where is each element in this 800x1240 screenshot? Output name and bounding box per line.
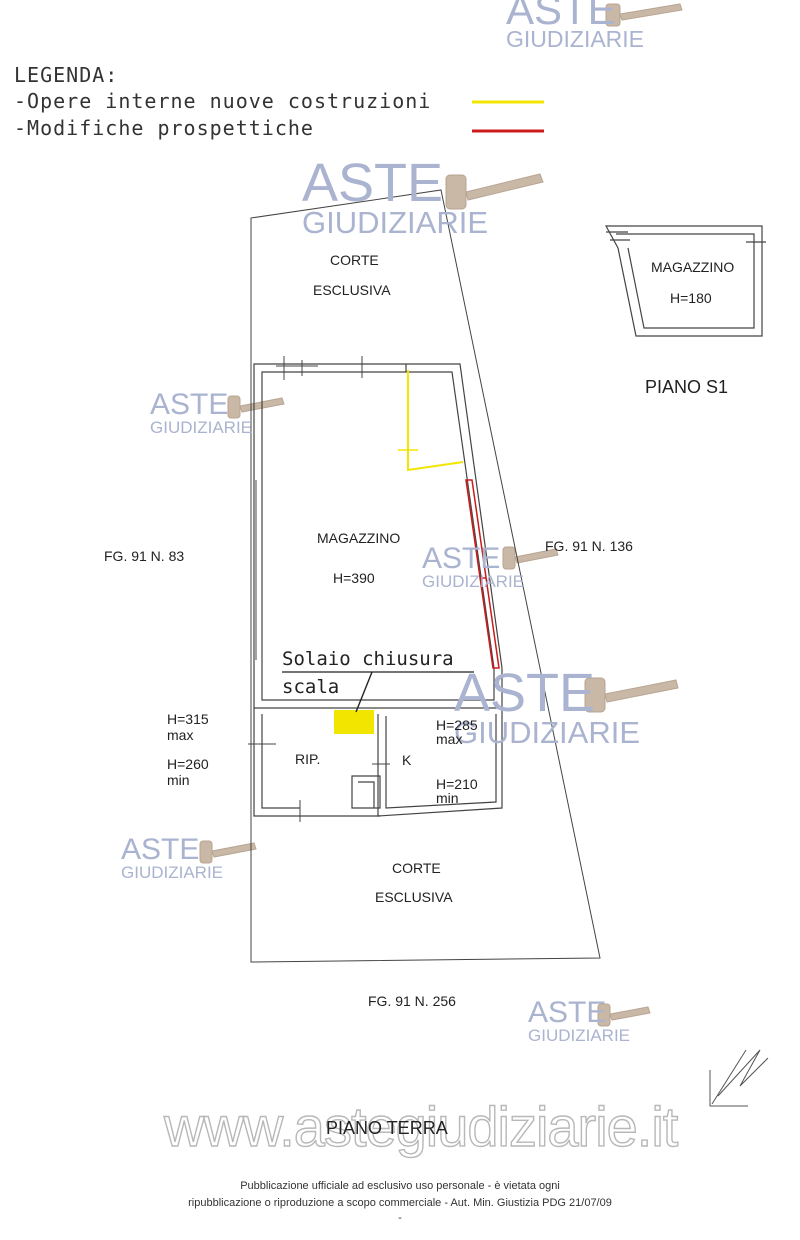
watermark-logo: ASTE GIUDIZIARIE [528,996,631,1046]
north-arrow-icon [709,1049,769,1107]
gavel-icon [584,677,679,713]
watermark-brand: ASTE [454,663,596,723]
watermark-brand-sub: GIUDIZIARIE [422,571,525,591]
legend-title: LEGENDA: [14,63,119,87]
legend-item-facade: -Modifiche prospettiche [14,116,314,140]
footer-line2: ripubblicazione o riproduzione a scopo c… [188,1197,612,1209]
s1-magazzino-height: H=180 [670,290,712,306]
watermark-logo: ASTE GIUDIZIARIE [150,388,253,438]
neighbor-bottom: FG. 91 N. 256 [368,993,456,1009]
watermark-brand-sub: GIUDIZIARIE [302,205,489,241]
watermark-brand-sub: GIUDIZIARIE [454,715,641,751]
watermark-brand-sub: GIUDIZIARIE [150,417,253,437]
corte-top-label-2: ESCLUSIVA [313,282,391,298]
watermark-logo: ASTE GIUDIZIARIE [121,833,224,883]
piano-s1-title: PIANO S1 [645,377,729,397]
corte-top-label-1: CORTE [330,252,379,268]
rip-min: min [167,772,190,788]
gavel-icon [199,840,257,864]
s1-magazzino-walls [604,225,766,337]
wall-ticks [248,356,390,822]
rip-hmin: H=260 [167,756,209,772]
watermark-logo: ASTE GIUDIZIARIE [506,0,644,53]
neighbor-left: FG. 91 N. 83 [104,548,185,564]
rip-hmax: H=315 [167,711,209,727]
note-solaio-line1: Solaio chiusura [282,648,454,670]
solaio-highlight [334,710,374,734]
corte-bottom-label-2: ESCLUSIVA [375,889,453,905]
rip-label: RIP. [295,751,321,767]
watermark-logo: ASTE GIUDIZIARIE [454,663,641,751]
rip-max: max [167,727,194,743]
watermark-brand: ASTE [528,996,607,1029]
kitchen-max: max [436,731,463,747]
kitchen-hmin: H=210 [436,776,478,792]
piano-terra-title: PIANO TERRA [326,1118,448,1138]
kitchen-min: min [436,790,459,806]
gavel-icon [597,1003,651,1027]
watermark-brand: ASTE [302,153,444,213]
gavel-icon [502,546,559,570]
legend-item-new-works: -Opere interne nuove costruzioni [14,89,432,113]
facade-modifications [465,479,500,669]
gavel-icon [605,3,683,27]
note-solaio-line2: scala [282,676,340,698]
s1-magazzino-label: MAGAZZINO [651,259,735,275]
kitchen-label: K [402,752,412,768]
watermark-brand-sub: GIUDIZIARIE [506,25,645,52]
footer-line1: Pubblicazione ufficiale ad esclusivo uso… [240,1180,560,1192]
note-leader [355,671,373,713]
watermark-brand: ASTE [121,833,200,866]
watermark-brand: ASTE [150,388,229,421]
service-rooms-walls [253,708,503,817]
gavel-icon [445,173,544,210]
watermark-logo: ASTE GIUDIZIARIE [422,542,525,592]
watermark-brand-sub: GIUDIZIARIE [121,862,224,882]
watermark-brand: ASTE [506,0,616,33]
watermark-site: www.astegiudiziarie.it [163,1094,679,1158]
watermark-logo: ASTE GIUDIZIARIE [302,153,489,241]
new-internal-works [407,370,464,472]
watermark-brand: ASTE [422,542,501,575]
corte-bottom-label-1: CORTE [392,860,441,876]
kitchen-hmax: H=285 [436,717,478,733]
watermark-brand-sub: GIUDIZIARIE [528,1025,631,1045]
magazzino-walls [253,363,503,709]
magazzino-height: H=390 [333,570,375,586]
magazzino-label: MAGAZZINO [317,530,401,546]
footer-line3: - [398,1212,402,1224]
lot-boundary [250,189,601,963]
neighbor-right: FG. 91 N. 136 [545,538,633,554]
